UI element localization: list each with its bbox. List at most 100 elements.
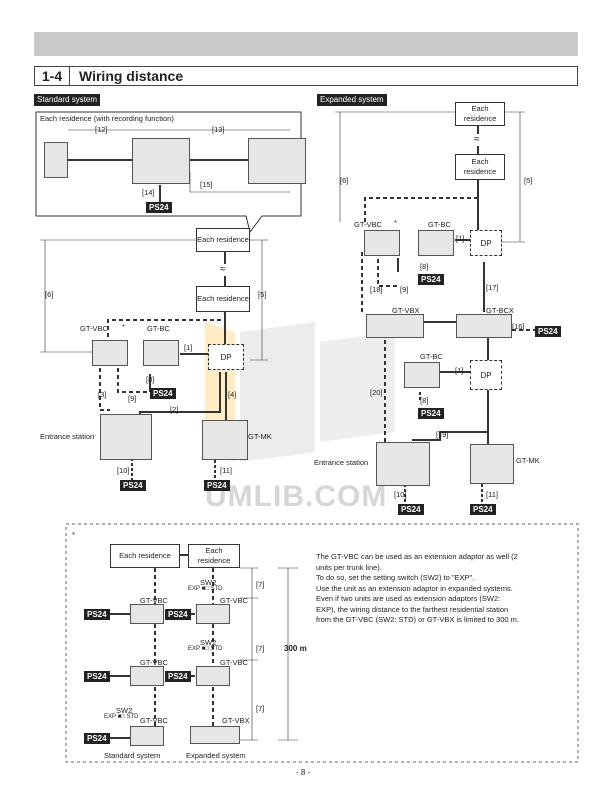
dim-1: [1]: [184, 343, 193, 352]
exp-ps24-bc1: PS24: [418, 274, 444, 285]
label-gt-bc: GT-BC: [147, 324, 170, 333]
watermark-text: UMLIB.COM: [205, 480, 388, 513]
exp-residence-box-a: Each residence: [455, 102, 505, 126]
note-distance: 300 m: [284, 644, 307, 653]
note-star: *: [72, 530, 75, 539]
entrance-station-device: [100, 414, 152, 460]
note-vbc-device-3: [130, 726, 164, 746]
note-line-5: Even if two units are used as extension …: [316, 594, 501, 603]
note-ps24-1a: PS24: [84, 609, 110, 620]
gt-mk-device: [202, 420, 248, 460]
residence-box-a: Each residence: [196, 228, 250, 252]
residence-box-b: Each residence: [196, 286, 250, 312]
note-line-7: from the GT-VBC (SW2: STD) or GT-VBX is …: [316, 615, 519, 624]
section-heading: 1-4 Wiring distance: [34, 66, 578, 86]
gt-vbc-device: [92, 340, 128, 366]
note-caption-standard: Standard system: [104, 751, 161, 760]
note-expstd-2: EXP ■□ STD: [188, 646, 223, 652]
exp-gt-bc2-device: [404, 362, 440, 388]
note-line-1: The GT-VBC can be used as an extension a…: [316, 552, 518, 561]
top-banner: [34, 32, 578, 56]
note-vbc-1a: GT-VBC: [140, 596, 168, 605]
note-ps24-2a: PS24: [84, 671, 110, 682]
note-dim-7c: [7]: [256, 704, 265, 713]
ps24-inset: PS24: [146, 202, 172, 213]
inset-title: Each residence (with recording function): [40, 114, 174, 123]
room-monitor-b: [248, 138, 306, 184]
exp-dim-1b: [1]: [455, 366, 464, 375]
expanded-system-tag: Expanded system: [317, 94, 387, 106]
entrance-label: Entrance station: [40, 432, 95, 441]
note-ps24-1b: PS24: [165, 609, 191, 620]
note-vbc-device-2b: [196, 666, 230, 686]
note-residence-a: Each residence: [110, 544, 180, 568]
exp-ps24-bcx: PS24: [535, 326, 561, 337]
exp-dim-6: [6]: [340, 176, 349, 185]
note-expstd-1: EXP ■□ STD: [188, 586, 223, 592]
note-vbx-device: [190, 726, 240, 744]
exp-dim-11: [11]: [486, 490, 498, 499]
exp-gt-mk-device: [470, 444, 514, 484]
exp-dim-18: [18]: [370, 285, 383, 294]
dim-8: [8]: [146, 375, 155, 384]
exp-label-gt-vbc: GT-VBC: [354, 220, 382, 229]
exp-label-gt-bcx: GT-BCX: [486, 306, 514, 315]
note-ps24-3: PS24: [84, 733, 110, 744]
exp-gt-bcx-device: [456, 314, 512, 338]
dim-9: [9]: [128, 394, 137, 403]
dim-6: [6]: [45, 290, 54, 299]
exp-dp2-box: DP: [470, 360, 502, 390]
exp-dim-5: [5]: [524, 176, 533, 185]
note-vbc-2a: GT-VBC: [140, 658, 168, 667]
note-dim-7b: [7]: [256, 644, 265, 653]
note-vbc-device-1b: [196, 604, 230, 624]
ps24-entrance: PS24: [120, 480, 146, 491]
exp-dim-8a: [8]: [420, 262, 429, 271]
note-sw2-3: SW2: [116, 706, 133, 715]
label-gt-vbc: GT-VBC: [80, 324, 108, 333]
break-mark: ≈: [220, 264, 226, 275]
dim-4: [4]: [228, 390, 237, 399]
note-dim-7a: [7]: [256, 580, 265, 589]
exp-residence-box-b: Each residence: [455, 154, 505, 180]
exp-dim-8b: [8]: [420, 396, 429, 405]
exp-dim-20: [20]: [370, 388, 383, 397]
note-sw2-1: SW2: [200, 578, 217, 587]
gt-bc-device: [143, 340, 179, 366]
dim-11: [11]: [220, 466, 232, 475]
note-line-6: EXP), the wiring distance to the farthes…: [316, 604, 509, 614]
standard-system-tag: Standard system: [34, 94, 101, 106]
dp-box: DP: [208, 344, 244, 370]
note-paragraph: The GT-VBC can be used as an extension a…: [316, 552, 566, 626]
dim-3: [3]: [98, 390, 107, 399]
note-residence-b: Each residence: [188, 544, 240, 568]
exp-dim-10: [10]: [394, 490, 407, 499]
exp-break-mark: ≈: [474, 134, 480, 145]
note-vbc-device-1a: [130, 604, 164, 624]
exp-entrance-station-device: [376, 442, 430, 486]
exp-dim-19: [19]: [436, 430, 449, 439]
dim-5: [5]: [258, 290, 267, 299]
dim-15: [15]: [200, 180, 213, 189]
note-vbc-1b: GT-VBC: [220, 596, 248, 605]
dim-2: [2]: [170, 405, 179, 414]
room-monitor-a: [132, 138, 190, 184]
note-ps24-2b: PS24: [165, 671, 191, 682]
dim-12: [12]: [95, 125, 108, 134]
section-title: Wiring distance: [79, 68, 184, 84]
exp-dim-16: [16]: [512, 322, 525, 331]
exp-entrance-label: Entrance station: [314, 458, 369, 467]
note-vbc-3: GT-VBC: [140, 716, 168, 725]
dim-10: [10]: [117, 466, 130, 475]
exp-ps24-entrance: PS24: [398, 504, 424, 515]
exp-dp1-box: DP: [470, 230, 502, 256]
exp-dim-9: [9]: [400, 285, 409, 294]
note-line-2: units per trunk line).: [316, 562, 382, 572]
exp-ps24-bc2: PS24: [418, 408, 444, 419]
page-number: - 8 -: [296, 768, 311, 777]
exp-gt-vbc-device: [364, 230, 400, 256]
exp-star-mark: *: [394, 218, 397, 227]
note-caption-expanded: Expanded system: [186, 751, 246, 760]
exp-dim-1a: [1]: [456, 234, 465, 243]
label-gt-mk: GT-MK: [248, 432, 272, 441]
